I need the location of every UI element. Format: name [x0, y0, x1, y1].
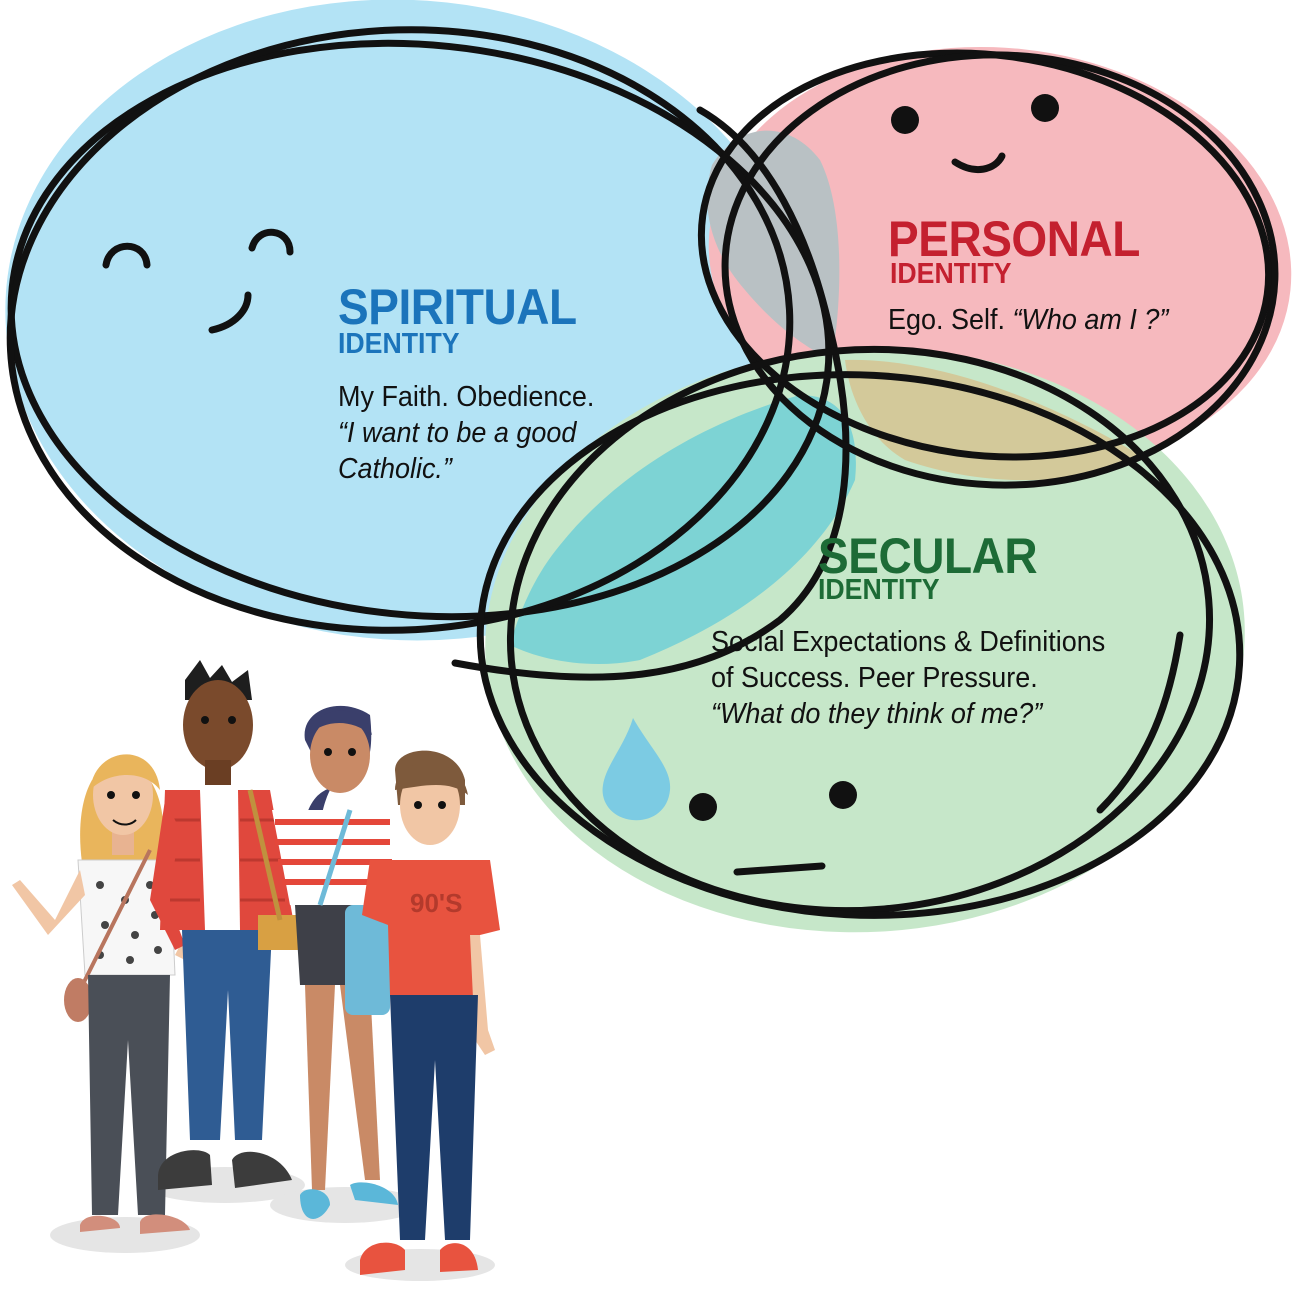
spiritual-description: My Faith. Obedience. “I want to be a goo… [338, 379, 594, 487]
personal-title: PERSONAL [888, 211, 1140, 267]
spiritual-title: SPIRITUAL [338, 279, 577, 335]
secular-neutral-face [602, 718, 857, 876]
personal-smiling-face [891, 94, 1059, 173]
shirt-text: 90'S [410, 888, 462, 918]
secular-line-2: of Success. Peer Pressure. [711, 662, 1038, 694]
people-illustration: 90'S [12, 660, 500, 1281]
spiritual-smiling-face [102, 228, 294, 334]
personal-line-1: Ego. Self. [888, 304, 1005, 336]
personal-subtitle: IDENTITY [890, 258, 1012, 290]
secular-line-3: “What do they think of me?” [711, 698, 1043, 730]
personal-quote: “Who am I ?” [1012, 304, 1169, 336]
spiritual-line-1: My Faith. Obedience. [338, 381, 595, 413]
secular-line-1: Social Expectations & Definitions [711, 626, 1106, 658]
spiritual-line-2: “I want to be a good [338, 417, 577, 449]
boy-plaid-shirt [150, 660, 303, 1190]
boy-orange-shirt: 90'S [360, 750, 500, 1275]
personal-description: Ego. Self. “Who am I ?” [888, 302, 1168, 338]
secular-title: SECULAR [818, 528, 1038, 584]
spiritual-line-3: Catholic.” [338, 453, 452, 485]
secular-description: Social Expectations & Definitions of Suc… [711, 624, 1105, 732]
spiritual-subtitle: IDENTITY [338, 328, 460, 360]
secular-subtitle: IDENTITY [818, 574, 940, 606]
sweat-drop-icon [602, 718, 671, 821]
girl-striped-shirt [272, 705, 398, 1219]
circle-outlines [6, 26, 1279, 919]
